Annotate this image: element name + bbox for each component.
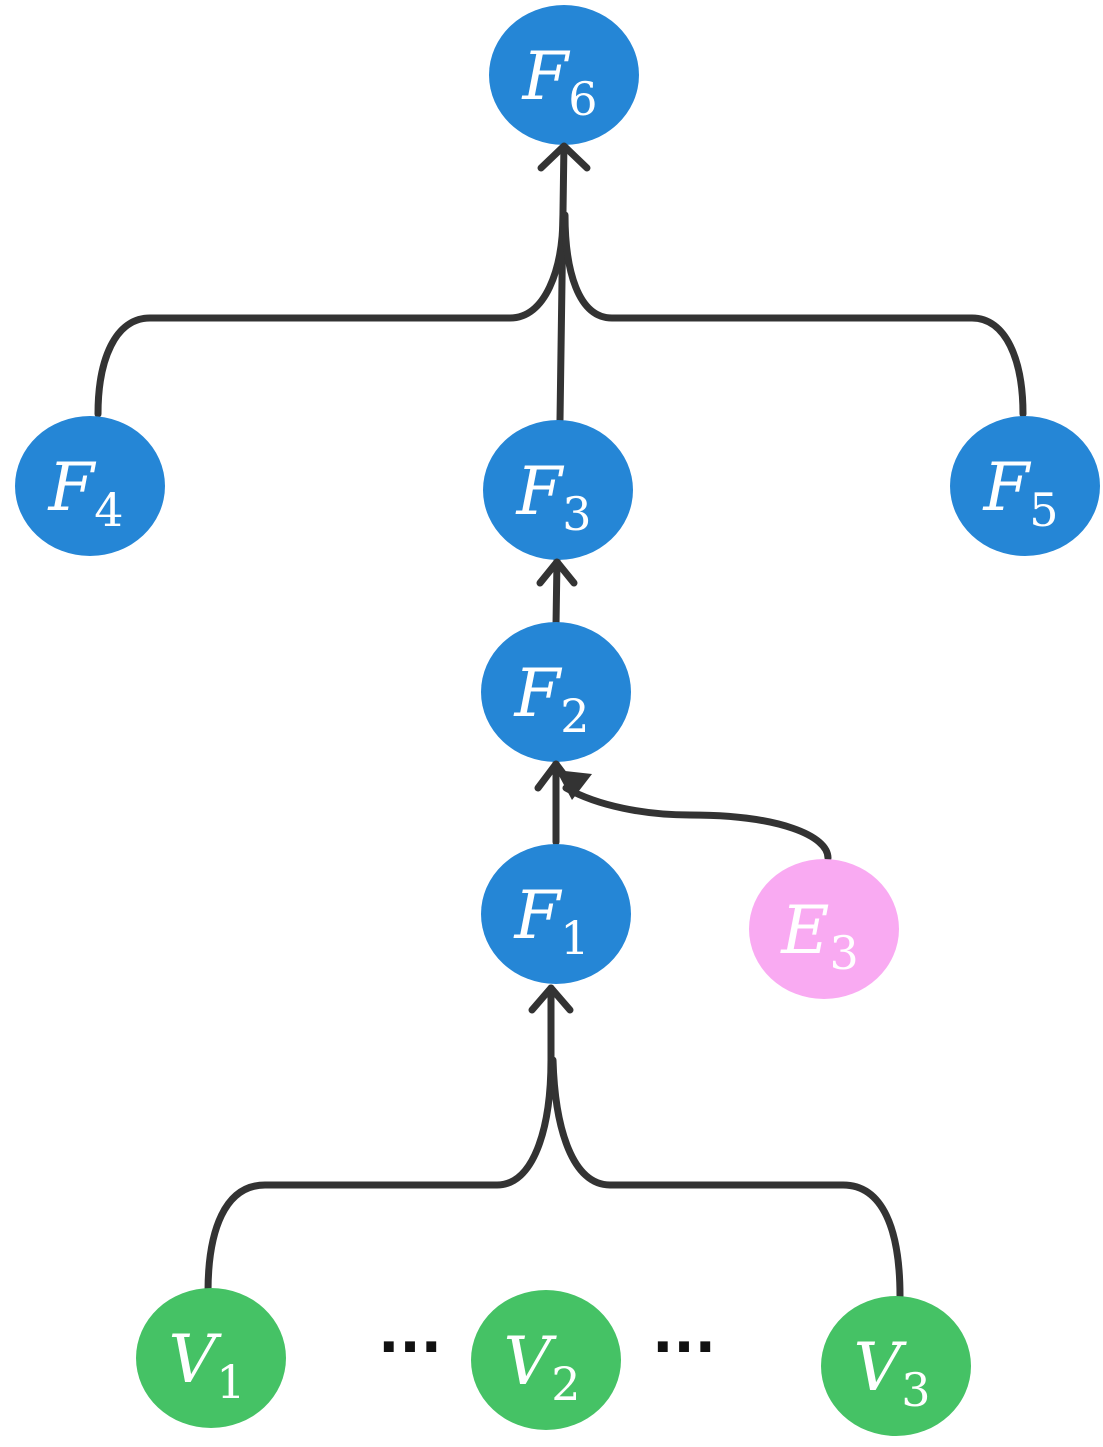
edge-v3-to-f1 <box>549 1056 904 1300</box>
node-letter: F <box>513 655 562 732</box>
node-subscript: 2 <box>560 689 589 743</box>
node-f4-circle <box>15 416 165 556</box>
node-letter: F <box>982 449 1031 526</box>
edge-v1-to-f1 <box>204 1056 555 1296</box>
node-f3: F3 <box>483 420 633 560</box>
node-letter: F <box>521 38 570 115</box>
node-subscript: 4 <box>94 483 123 537</box>
node-v3-label: V3 <box>854 1329 931 1417</box>
node-v1-circle <box>136 1288 286 1428</box>
edge-f5-to-f6 <box>561 211 1027 418</box>
node-v3: V3 <box>821 1296 971 1436</box>
node-f5: F5 <box>950 416 1100 556</box>
node-f6-label: F6 <box>521 38 597 126</box>
edges <box>94 138 1027 1300</box>
edge-f4-to-f6 <box>94 211 567 418</box>
node-letter: V <box>854 1329 908 1406</box>
arrowhead-f1 <box>528 984 574 1014</box>
node-e3-label: E3 <box>780 892 858 980</box>
node-v2-label: V2 <box>504 1323 581 1411</box>
node-subscript: 1 <box>560 911 589 965</box>
node-f1: F1 <box>481 844 631 984</box>
arrowhead-f6 <box>537 142 591 172</box>
node-f5-circle <box>950 416 1100 556</box>
node-v1-label: V1 <box>169 1321 246 1409</box>
node-f1-label: F1 <box>513 877 589 965</box>
edge-e3-to-f2 <box>562 784 832 862</box>
node-e3-circle <box>749 859 899 999</box>
node-letter: F <box>513 877 562 954</box>
node-f6-circle <box>489 5 639 145</box>
node-subscript: 2 <box>551 1357 580 1411</box>
edge-f3-to-f6 <box>556 138 568 424</box>
node-v3-circle <box>821 1296 971 1436</box>
node-letter: V <box>169 1321 223 1398</box>
node-subscript: 6 <box>568 72 597 126</box>
node-f1-circle <box>481 844 631 984</box>
node-letter: F <box>47 449 96 526</box>
node-subscript: 1 <box>216 1355 245 1409</box>
node-e3: E3 <box>749 859 899 999</box>
node-letter: F <box>515 453 564 530</box>
node-f3-circle <box>483 420 633 560</box>
node-v2: V2 <box>471 1290 621 1430</box>
node-letter: E <box>780 892 829 969</box>
arrowhead-f3 <box>536 558 578 587</box>
node-v1: V1 <box>136 1288 286 1428</box>
edge-f2-to-f3 <box>552 556 561 629</box>
node-f4-label: F4 <box>47 449 123 537</box>
node-subscript: 3 <box>562 487 591 541</box>
node-f5-label: F5 <box>982 449 1058 537</box>
node-f3-label: F3 <box>515 453 591 541</box>
ellipsis-right: ... <box>652 1301 716 1366</box>
arrowhead-f2 <box>534 760 578 792</box>
node-v2-circle <box>471 1290 621 1430</box>
node-f2: F2 <box>481 622 631 762</box>
node-subscript: 5 <box>1029 483 1058 537</box>
node-f6: F6 <box>489 5 639 145</box>
node-f2-circle <box>481 622 631 762</box>
node-f4: F4 <box>15 416 165 556</box>
node-f2-label: F2 <box>513 655 589 743</box>
node-subscript: 3 <box>829 926 858 980</box>
ellipsis-left: ... <box>378 1301 442 1366</box>
node-subscript: 3 <box>901 1363 930 1417</box>
node-letter: V <box>504 1323 558 1400</box>
